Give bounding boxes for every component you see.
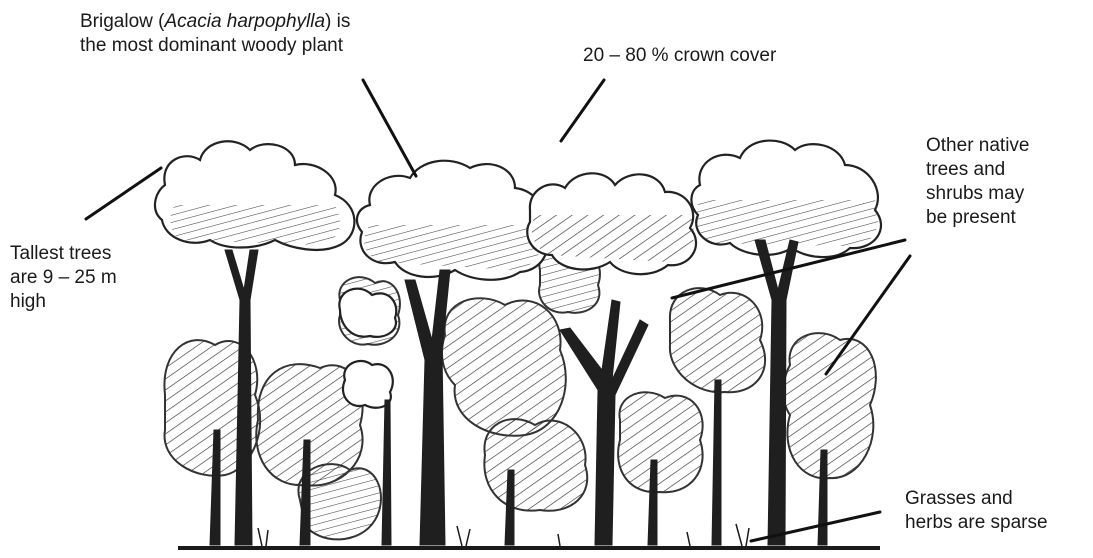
other-native-line: trees and	[926, 158, 1030, 182]
brigalow-label-line1: Brigalow (Acacia harpophylla) is	[80, 10, 350, 34]
other-native-line: shrubs may	[926, 182, 1030, 206]
other-native-line: Other native	[926, 134, 1030, 158]
brigalow-label: Brigalow (Acacia harpophylla) is the mos…	[80, 10, 350, 58]
tallest-trees-line: are 9 – 25 m	[10, 266, 117, 290]
grasses-label: Grasses and herbs are sparse	[905, 487, 1048, 535]
crown-cover-label: 20 – 80 % crown cover	[583, 44, 776, 68]
other-native-label: Other native trees and shrubs may be pre…	[926, 134, 1030, 230]
crown-cover-text: 20 – 80 % crown cover	[583, 44, 776, 68]
tallest-trees-label: Tallest trees are 9 – 25 m high	[10, 242, 117, 314]
brigalow-label-pre: Brigalow (	[80, 11, 164, 32]
tallest-trees-line: Tallest trees	[10, 242, 117, 266]
grasses-line: herbs are sparse	[905, 511, 1048, 535]
tallest-trees-line: high	[10, 290, 117, 314]
brigalow-label-line2: the most dominant woody plant	[80, 34, 350, 58]
brigalow-label-species: Acacia harpophylla	[164, 11, 325, 32]
other-native-line: be present	[926, 206, 1030, 230]
brigalow-label-post: ) is	[325, 11, 350, 32]
grasses-line: Grasses and	[905, 487, 1048, 511]
